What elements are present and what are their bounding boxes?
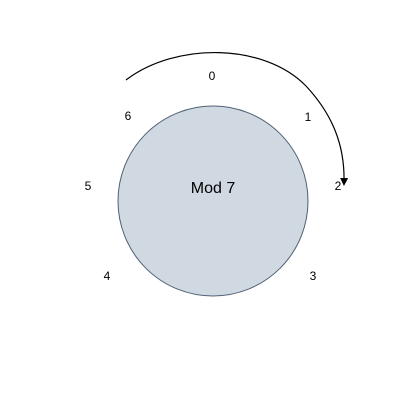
number-2: 2 (335, 179, 342, 193)
number-5: 5 (85, 179, 92, 193)
number-0: 0 (209, 69, 216, 83)
center-label: Mod 7 (191, 180, 236, 197)
mod-circle (117, 105, 309, 297)
number-6: 6 (125, 109, 132, 123)
rotation-arrow (125, 51, 349, 186)
number-4: 4 (104, 269, 111, 283)
number-1: 1 (305, 110, 312, 124)
number-3: 3 (310, 269, 317, 283)
